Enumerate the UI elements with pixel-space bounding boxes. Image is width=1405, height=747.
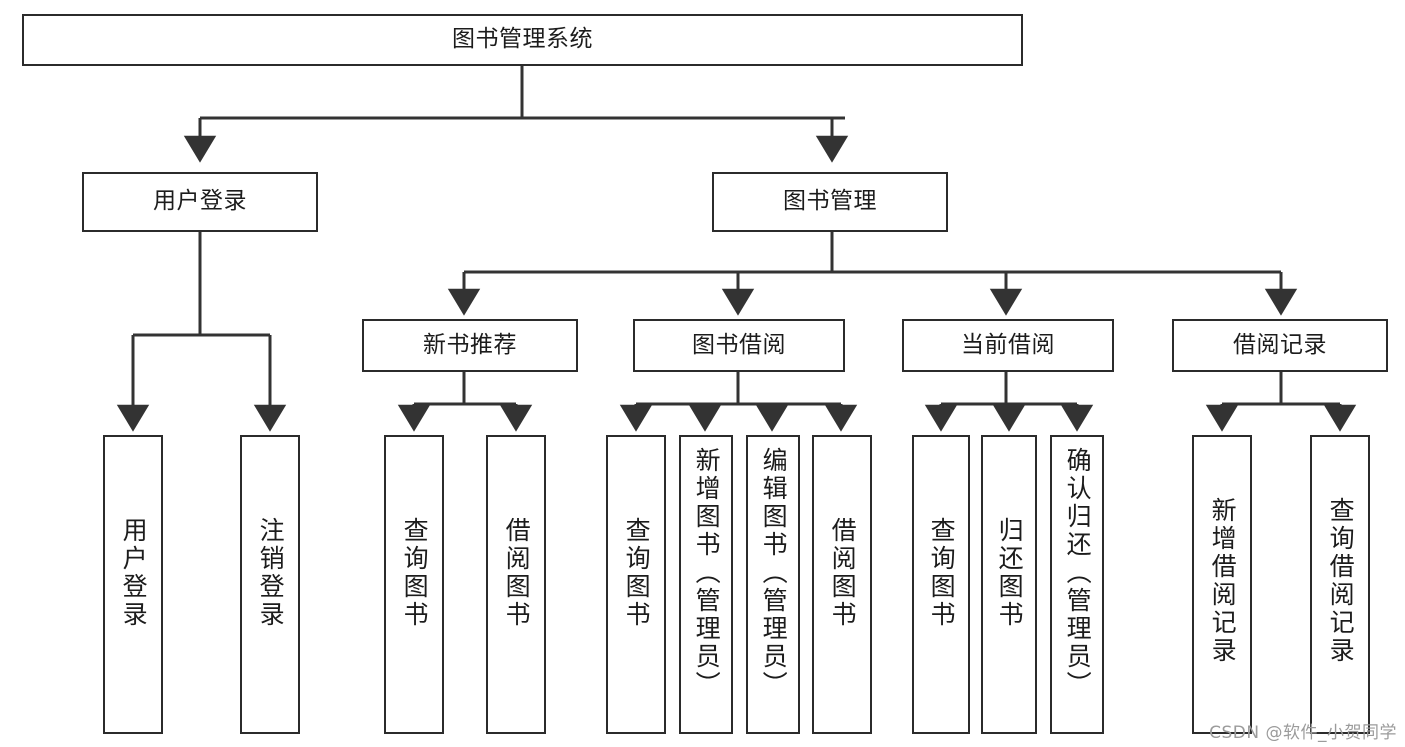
node-label: 新增借阅记录 xyxy=(1208,497,1238,665)
node-leaf-borrow-book-1[interactable]: 借阅图书 xyxy=(486,435,546,734)
node-label: 新增图书（管理员） xyxy=(692,447,722,699)
node-borrow-record[interactable]: 借阅记录 xyxy=(1172,319,1388,372)
node-leaf-user-login[interactable]: 用户登录 xyxy=(103,435,163,734)
node-leaf-edit-book[interactable]: 编辑图书（管理员） xyxy=(746,435,800,734)
node-leaf-logout[interactable]: 注销登录 xyxy=(240,435,300,734)
node-label: 借阅图书 xyxy=(828,517,858,629)
node-label: 确认归还（管理员） xyxy=(1063,447,1093,699)
node-leaf-confirm-return[interactable]: 确认归还（管理员） xyxy=(1050,435,1104,734)
node-label: 查询图书 xyxy=(622,517,652,629)
node-label: 用户登录 xyxy=(119,517,149,629)
node-book-manage[interactable]: 图书管理 xyxy=(712,172,948,232)
node-label: 图书借阅 xyxy=(692,331,786,358)
node-leaf-query-book-3[interactable]: 查询图书 xyxy=(912,435,970,734)
node-label: 借阅记录 xyxy=(1233,331,1327,358)
node-root-book-management-system[interactable]: 图书管理系统 xyxy=(22,14,1023,66)
node-label: 查询图书 xyxy=(400,517,430,629)
node-label: 查询图书 xyxy=(927,517,957,629)
node-label: 注销登录 xyxy=(256,517,286,629)
node-label: 编辑图书（管理员） xyxy=(759,447,789,699)
node-label: 用户登录 xyxy=(153,188,247,215)
node-label: 新书推荐 xyxy=(423,331,517,358)
node-current-borrow[interactable]: 当前借阅 xyxy=(902,319,1114,372)
node-label: 查询借阅记录 xyxy=(1326,497,1356,665)
node-leaf-query-book-2[interactable]: 查询图书 xyxy=(606,435,666,734)
node-label: 图书管理系统 xyxy=(452,26,593,53)
node-label: 归还图书 xyxy=(995,517,1025,629)
node-book-borrow[interactable]: 图书借阅 xyxy=(633,319,845,372)
csdn-watermark: CSDN @软件_小贺同学 xyxy=(1209,723,1397,743)
node-leaf-query-record[interactable]: 查询借阅记录 xyxy=(1310,435,1370,734)
node-leaf-return-book[interactable]: 归还图书 xyxy=(981,435,1037,734)
node-label: 图书管理 xyxy=(783,188,877,215)
node-label: 借阅图书 xyxy=(502,517,532,629)
node-leaf-query-book-1[interactable]: 查询图书 xyxy=(384,435,444,734)
node-user-login[interactable]: 用户登录 xyxy=(82,172,318,232)
node-leaf-add-book[interactable]: 新增图书（管理员） xyxy=(679,435,733,734)
node-leaf-add-record[interactable]: 新增借阅记录 xyxy=(1192,435,1252,734)
node-leaf-borrow-book-2[interactable]: 借阅图书 xyxy=(812,435,872,734)
node-label: 当前借阅 xyxy=(961,331,1055,358)
node-new-book-recommend[interactable]: 新书推荐 xyxy=(362,319,578,372)
